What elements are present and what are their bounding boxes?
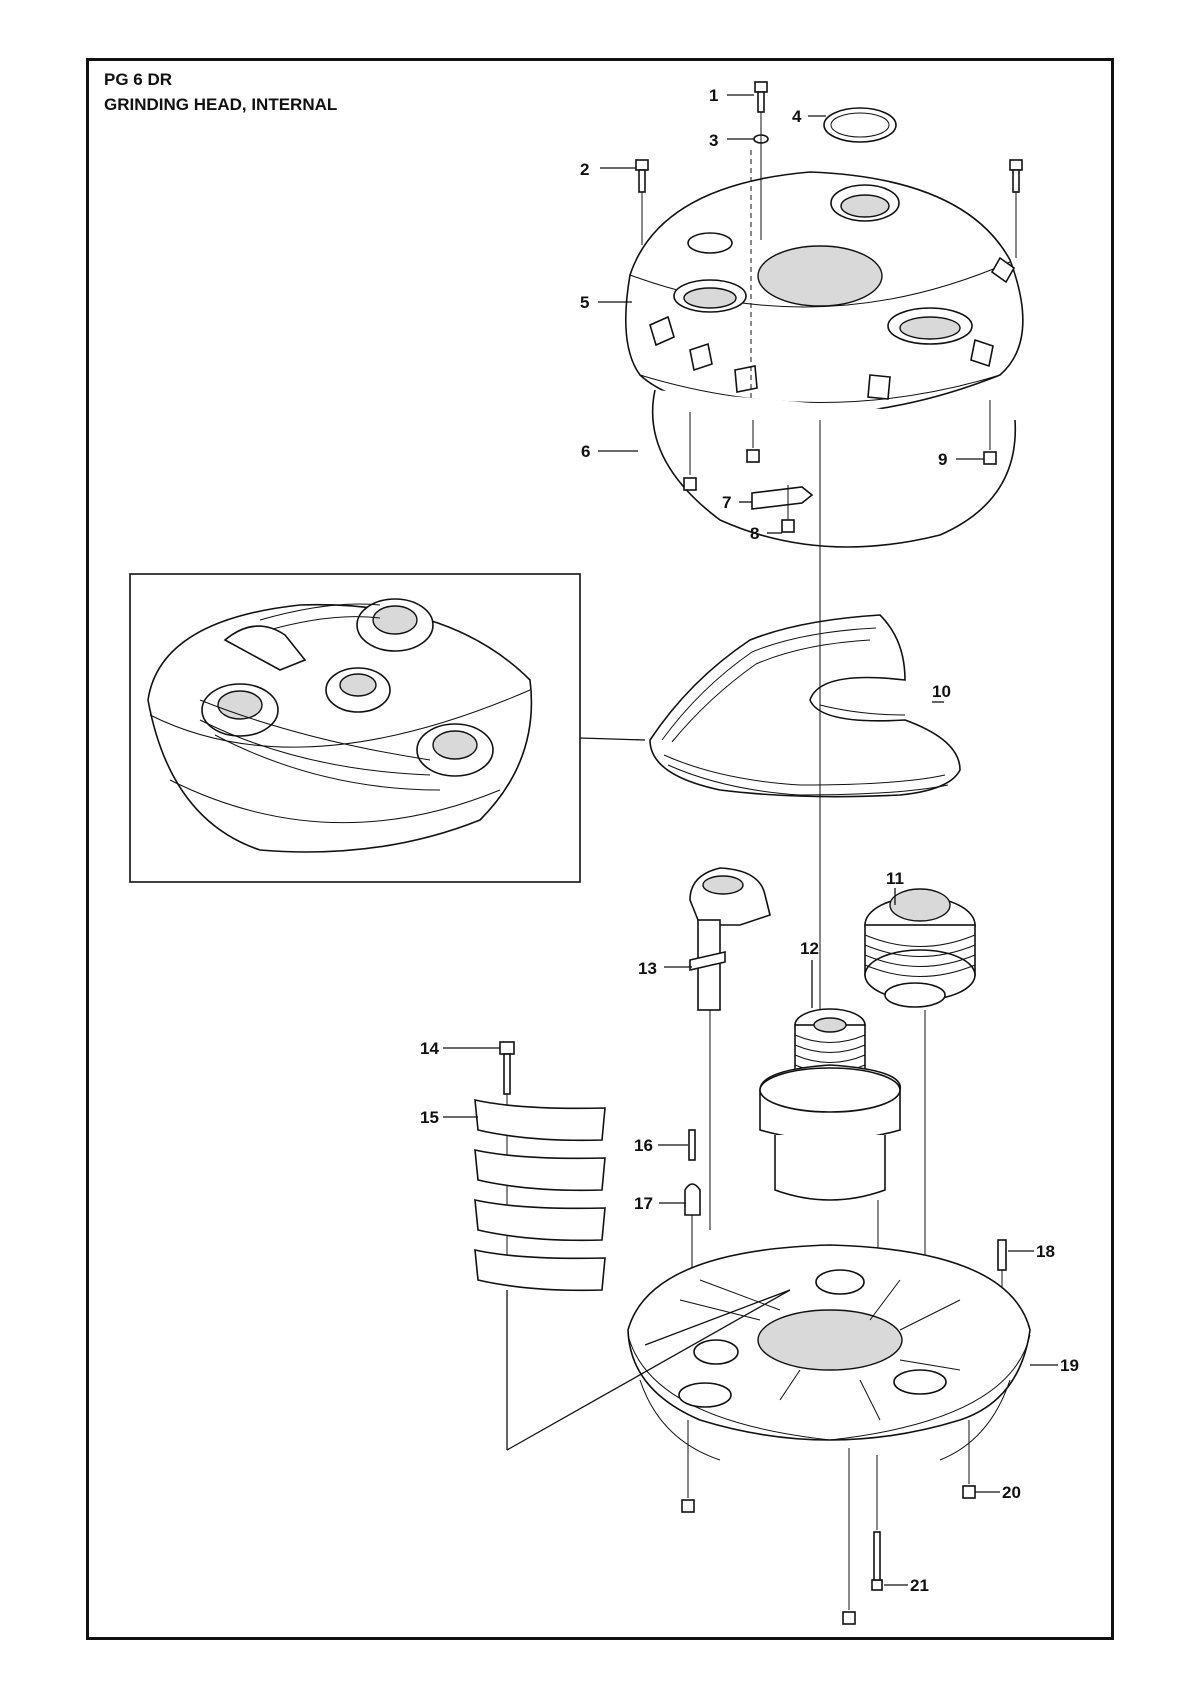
callout-11: 11 [886, 869, 904, 888]
callout-8: 8 [750, 524, 759, 543]
gasket-part-6 [651, 389, 1017, 548]
callout-20: 20 [1002, 1483, 1021, 1502]
section-title: GRINDING HEAD, INTERNAL [104, 95, 338, 114]
plug-part-17 [684, 1183, 701, 1216]
callout-4: 4 [792, 107, 802, 126]
callout-16: 16 [634, 1136, 653, 1155]
bolt-part-14 [499, 1041, 515, 1095]
callout-12: 12 [800, 939, 819, 958]
top-cover [624, 171, 1024, 416]
pin-part-18 [997, 1239, 1007, 1271]
leader-lines [443, 94, 1058, 1586]
callout-19: 19 [1060, 1356, 1079, 1375]
callout-18: 18 [1036, 1242, 1055, 1261]
callout-21: 21 [910, 1576, 929, 1595]
bolt-part-21 [871, 1531, 883, 1591]
clip-part-7 [751, 486, 814, 510]
pin-part-16 [688, 1129, 696, 1161]
detail-assembled-view [147, 598, 533, 853]
base-housing-part-19 [627, 1244, 1031, 1461]
callout-15: 15 [420, 1108, 439, 1127]
drawing-frame [86, 58, 1114, 1640]
callout-9: 9 [938, 450, 947, 469]
callout-5: 5 [580, 293, 589, 312]
ring-part-4 [823, 107, 897, 143]
bolt-part-1 [754, 81, 768, 113]
callout-3: 3 [709, 131, 718, 150]
weight-plates-part-15 [474, 1098, 606, 1292]
callout-6: 6 [581, 442, 590, 461]
callout-10: 10 [932, 682, 951, 701]
bolt-part-2-right [1009, 159, 1023, 193]
belt-part-10 [649, 614, 961, 798]
tensioner-part-13 [689, 867, 771, 1011]
callout-1: 1 [709, 86, 718, 105]
callout-2: 2 [580, 160, 589, 179]
model-title: PG 6 DR [104, 70, 173, 89]
callout-14: 14 [420, 1039, 439, 1058]
callout-17: 17 [634, 1194, 653, 1213]
callout-7: 7 [722, 493, 731, 512]
callout-13: 13 [638, 959, 657, 978]
pulley-part-11 [864, 888, 976, 1008]
bolt-part-2-left [635, 159, 649, 193]
spindle-part-12 [759, 1008, 901, 1201]
